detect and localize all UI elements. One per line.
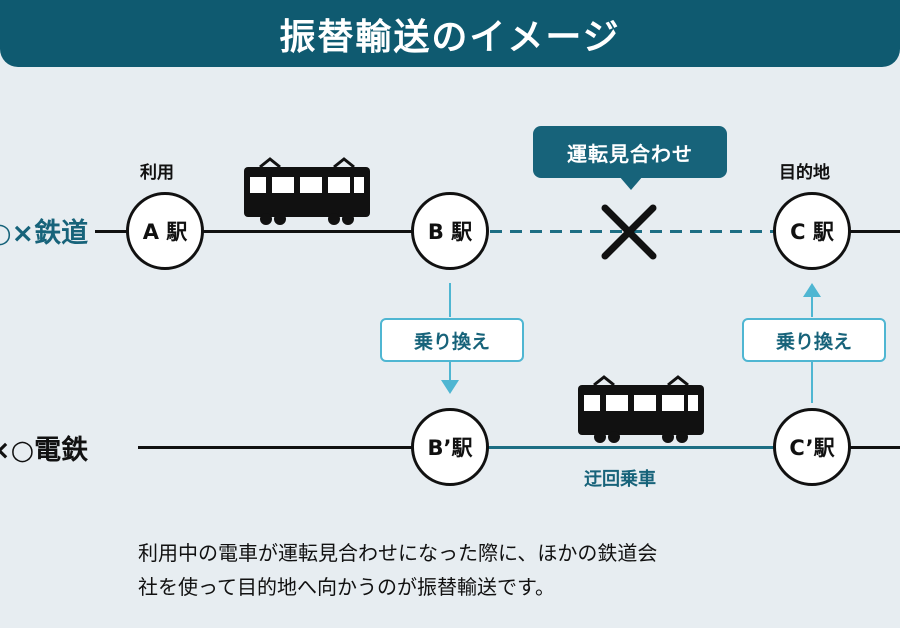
label-detour: 迂回乗車 [584,469,656,490]
transfer-line-up-upper [811,297,813,317]
track-bottom-right [812,446,900,449]
track-bottom-detour [450,446,812,449]
train-icon [578,375,704,443]
label-riyou: 利用 [140,163,174,183]
track-top-right [812,230,900,233]
transfer-line-down-lower [449,361,451,381]
caption-line-1: 利用中の電車が運転見合わせになった際に、ほかの鉄道会 [138,541,658,565]
caption-line-2: 社を使って目的地へ向かうのが振替輸送です。 [138,575,555,599]
station-b-prime: B’駅 [411,408,489,486]
station-b: B 駅 [411,192,489,270]
station-a: A 駅 [126,192,204,270]
x-mark-icon [601,204,657,260]
suspension-callout: 運転見合わせ [533,126,727,178]
train-icon [244,157,370,225]
callout-pointer [619,176,643,190]
transfer-box-down: 乗り換え [380,318,524,362]
caption: 利用中の電車が運転見合わせになった際に、ほかの鉄道会 社を使って目的地へ向かうの… [138,536,798,604]
station-c-prime: C’駅 [773,408,851,486]
page-title: 振替輸送のイメージ [279,16,621,58]
line-label-top: ○×鉄道 [0,218,89,249]
transfer-line-down-upper [449,283,451,317]
transfer-line-up-lower [811,361,813,403]
station-c: C 駅 [773,192,851,270]
label-destination: 目的地 [779,163,830,183]
track-bottom-left [138,446,450,449]
arrow-up-icon [803,283,821,297]
track-top-solid [95,230,450,233]
transfer-box-up: 乗り換え [742,318,886,362]
line-label-bottom: ×○電鉄 [0,435,89,466]
title-banner: 振替輸送のイメージ [0,0,900,67]
arrow-down-icon [441,380,459,394]
